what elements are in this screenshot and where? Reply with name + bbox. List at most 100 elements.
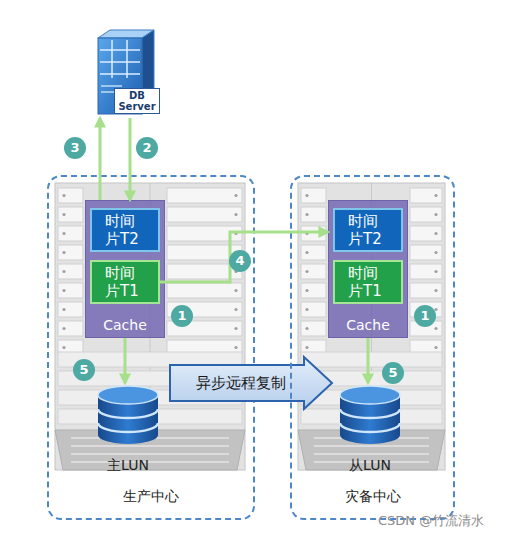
time-slice: 时间片T1 (333, 260, 403, 304)
bay-led (434, 251, 437, 254)
bay-led (305, 194, 308, 197)
drive-bay (410, 283, 442, 298)
drive-bay (410, 245, 442, 260)
drive-bay (301, 283, 326, 298)
flow-arrow (160, 232, 328, 282)
base-vent (71, 461, 229, 463)
callout-number: 2 (136, 137, 158, 159)
drive-bay (167, 207, 242, 222)
bay-led (305, 270, 308, 273)
bay-led (305, 346, 308, 349)
base-vent (314, 445, 429, 447)
drive-bay (58, 207, 83, 222)
site-group: 灾备中心Cache时间片T2时间片T1从LUN (290, 175, 455, 520)
bay-led (305, 289, 308, 292)
bay-led (234, 327, 237, 330)
bay-led (62, 289, 65, 292)
drive-bay (301, 352, 442, 367)
watermark: CSDN @竹流清水 (378, 512, 484, 530)
drive-bay (301, 302, 326, 317)
node-text: Cache (329, 317, 407, 333)
bay-led (62, 194, 65, 197)
time-slice: 时间片T2 (333, 208, 403, 252)
drive-bay (58, 245, 83, 260)
drive-bay (410, 226, 442, 241)
cache-box: Cache 时间片T2 时间片T1 (85, 200, 165, 338)
bay-led (234, 232, 237, 235)
node-text: DB Server (114, 88, 160, 114)
bay-led (434, 213, 437, 216)
bay-led (62, 327, 65, 330)
bay-led (62, 251, 65, 254)
drive-bay (301, 226, 326, 241)
bay-led (434, 270, 437, 273)
lun-disk: 从LUN (330, 383, 410, 475)
bay-led (234, 194, 237, 197)
replication-arrow: 异步远程复制 (168, 355, 334, 411)
base-vent (71, 453, 229, 455)
node-text: 时间片T1 (348, 264, 388, 300)
bay-led (234, 213, 237, 216)
drive-bay (301, 207, 326, 222)
bay-led (234, 289, 237, 292)
drive-bay (410, 188, 442, 203)
bay-led (434, 232, 437, 235)
bay-led (62, 270, 65, 273)
bay-led (434, 327, 437, 330)
time-slice: 时间片T2 (90, 208, 160, 252)
callout-number: 1 (414, 305, 436, 327)
lun-disk: 主LUN (88, 383, 168, 475)
drive-bay (58, 302, 83, 317)
bay-led (305, 251, 308, 254)
drive-bay (167, 283, 242, 298)
drive-bay (58, 226, 83, 241)
bay-led (234, 346, 237, 349)
bay-led (62, 213, 65, 216)
drive-bay (301, 264, 326, 279)
db-server: DB Server (92, 28, 164, 118)
bay-led (62, 308, 65, 311)
bay-led (434, 346, 437, 349)
flow-arrow (367, 338, 370, 383)
flow-arrow (129, 118, 132, 200)
site-group: 生产中心 Cache 时间片T2 时间片T1 主LUN (47, 175, 255, 520)
flow-arrow (124, 338, 127, 383)
drive-bay (301, 188, 326, 203)
node-text: Cache (86, 317, 164, 333)
time-slice: 时间片T1 (90, 260, 160, 304)
node-text: 时间片T2 (348, 212, 388, 248)
callout-number: 5 (73, 359, 95, 381)
node-text: 从LUN (330, 457, 410, 475)
callout-number: 4 (229, 250, 251, 272)
base-vent (71, 445, 229, 447)
drive-bay (301, 321, 326, 336)
callout-number: 3 (64, 137, 86, 159)
drive-bay (58, 188, 83, 203)
drive-bay (58, 283, 83, 298)
drive-bay (167, 226, 242, 241)
bay-led (62, 346, 65, 349)
drive-bay (301, 245, 326, 260)
drive-bay (410, 207, 442, 222)
callout-number: 5 (382, 362, 404, 384)
storage-chassis (298, 183, 445, 470)
bay-led (234, 308, 237, 311)
drive-bay (410, 264, 442, 279)
bay-led (305, 327, 308, 330)
node-text: 生产中心 (49, 488, 253, 506)
drive-bay (58, 321, 83, 336)
bay-led (305, 308, 308, 311)
bay-led (434, 194, 437, 197)
cache-box: Cache 时间片T2 时间片T1 (328, 200, 408, 338)
node-text: 时间片T2 (105, 212, 145, 248)
storage-chassis (55, 183, 245, 470)
callout-number: 1 (171, 305, 193, 327)
drive-bay (167, 188, 242, 203)
drive-bay (58, 264, 83, 279)
bay-led (62, 232, 65, 235)
node-text: 时间片T1 (105, 264, 145, 300)
